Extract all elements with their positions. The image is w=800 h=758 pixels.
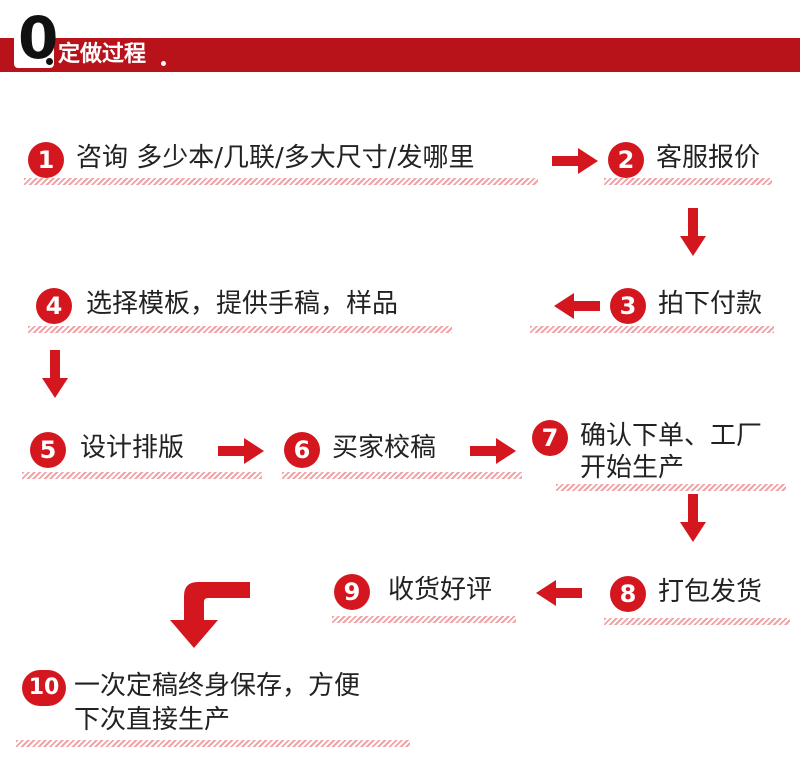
step-5-underline (22, 472, 262, 479)
step-1-underline (24, 178, 538, 185)
step-3-underline (530, 326, 774, 333)
step-7-text-line1: 确认下单、工厂 (580, 421, 763, 451)
step-4-text: 选择模板，提供手稿，样品 (86, 289, 399, 319)
step-8-text: 打包发货 (658, 577, 763, 607)
arrow-right-icon (552, 148, 598, 174)
arrow-right-icon (470, 438, 516, 464)
step-1-number: 1 (28, 142, 64, 178)
arrow-turn-down-icon (170, 582, 250, 648)
step-9-number: 9 (334, 574, 370, 610)
arrow-down-icon (680, 208, 706, 256)
step-8-number: 8 (610, 576, 646, 612)
step-2-underline (604, 178, 772, 185)
step-6-text: 买家校稿 (332, 433, 437, 463)
step-7-underline (556, 484, 786, 491)
step-9-text: 收货好评 (388, 575, 493, 605)
page-title: 定做过程 (58, 42, 147, 67)
step-10-text-line1: 一次定稿终身保存，方便 (74, 671, 361, 701)
arrow-left-icon (554, 293, 600, 319)
step-6-number: 6 (284, 432, 320, 468)
arrow-left-icon (536, 580, 582, 606)
step-2-number: 2 (608, 142, 644, 178)
step-2-text: 客服报价 (656, 143, 761, 173)
arrow-right-icon (218, 438, 264, 464)
header-badge-dot (46, 58, 53, 65)
step-9-underline (332, 616, 516, 623)
step-10-number: 10 (22, 670, 66, 706)
step-4-underline (28, 326, 452, 333)
header-bar (0, 38, 800, 72)
step-4-number: 4 (36, 288, 72, 324)
step-3-number: 3 (610, 288, 646, 324)
step-5-text: 设计排版 (80, 433, 185, 463)
step-1-text: 咨询 多少本/几联/多大尺寸/发哪里 (76, 143, 475, 173)
arrow-down-icon (680, 494, 706, 542)
step-6-underline (282, 472, 522, 479)
arrow-down-icon (42, 350, 68, 398)
header-title-dot (161, 61, 166, 66)
step-3-text: 拍下付款 (658, 289, 763, 319)
step-10-text-line2: 下次直接生产 (74, 705, 231, 735)
step-5-number: 5 (30, 432, 66, 468)
step-10-underline (16, 740, 410, 747)
step-8-underline (604, 618, 790, 625)
step-7-text-line2: 开始生产 (580, 453, 685, 483)
step-7-number: 7 (532, 420, 568, 456)
